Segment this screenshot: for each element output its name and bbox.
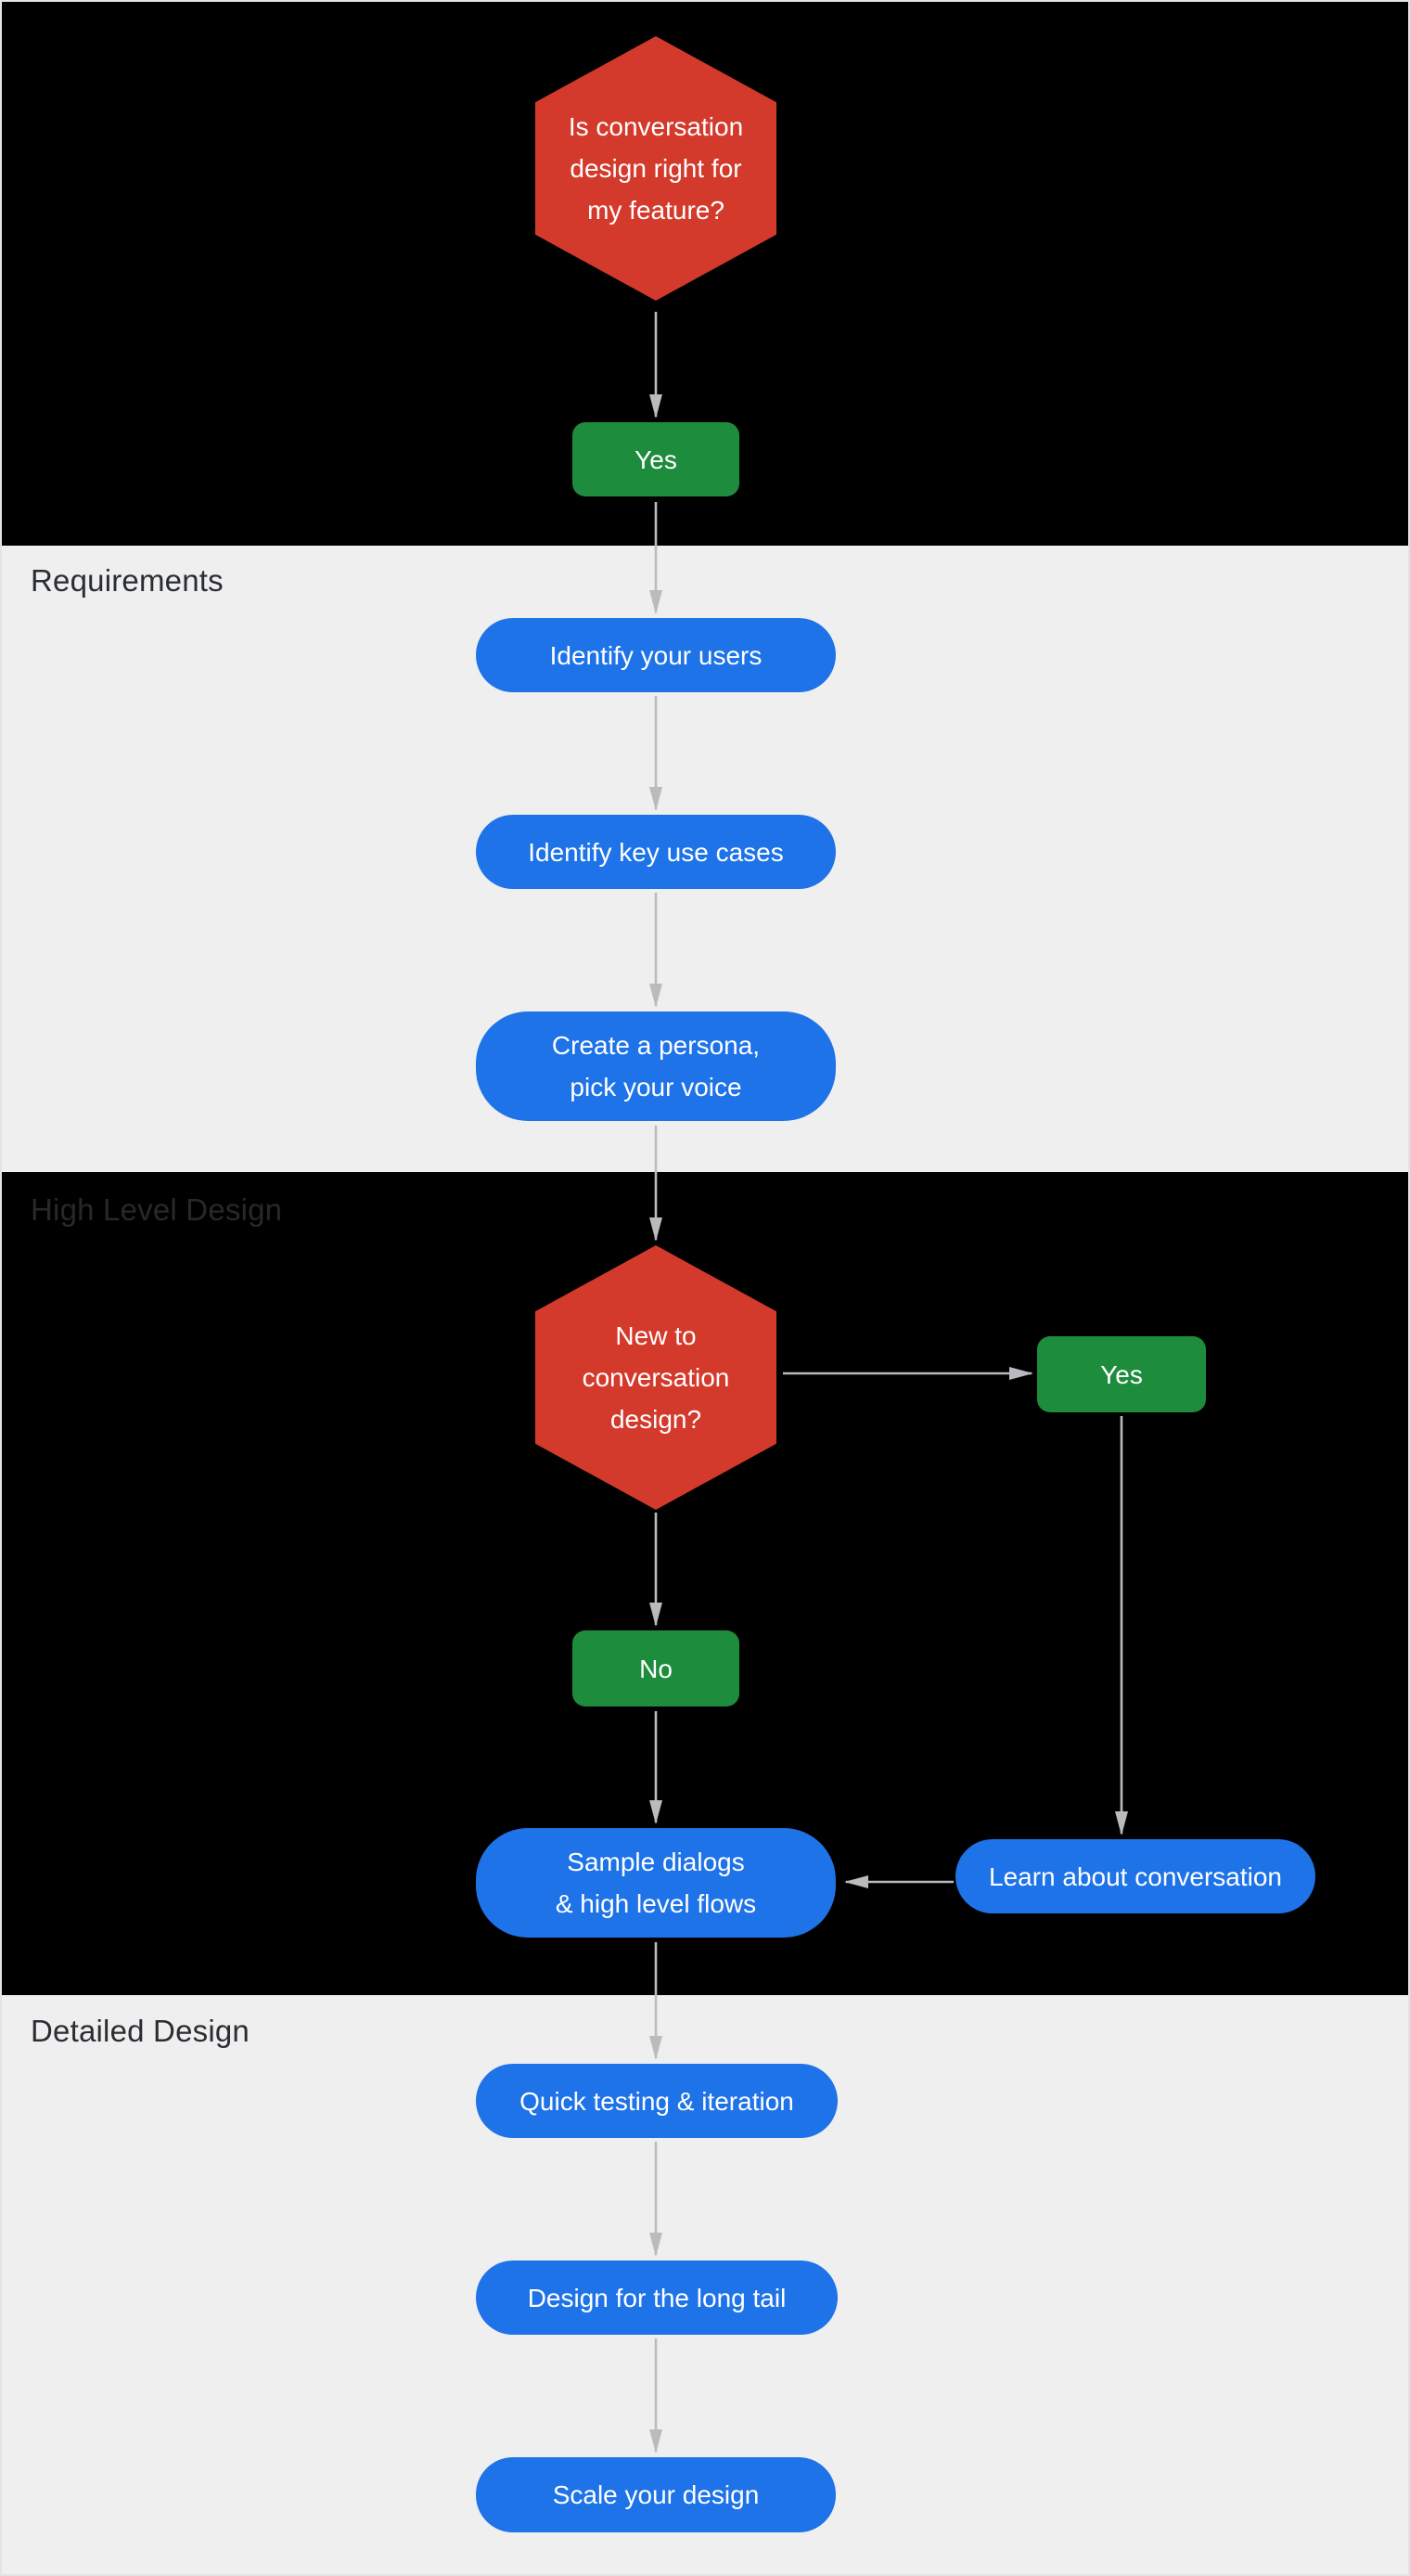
node-label-line: conversation — [582, 1363, 730, 1392]
answer-yes-2[interactable]: Yes — [1037, 1336, 1206, 1412]
step-sample-dialogs[interactable]: Sample dialogs & high level flows — [476, 1828, 836, 1938]
section-label-detailed-design: Detailed Design — [31, 2014, 250, 2048]
node-label-line: Sample dialogs — [567, 1848, 745, 1876]
step-identify-key-use-cases[interactable]: Identify key use cases — [476, 815, 836, 889]
answer-no[interactable]: No — [572, 1630, 739, 1707]
step-learn-about-conversation[interactable]: Learn about conversation — [955, 1839, 1315, 1913]
node-label: Identify key use cases — [528, 837, 784, 867]
node-label: Learn about conversation — [989, 1861, 1282, 1891]
node-label: Design for the long tail — [527, 2283, 787, 2312]
section-label-requirements: Requirements — [31, 563, 224, 598]
node-label-line: pick your voice — [570, 1073, 742, 1101]
node-label-line: design? — [609, 1405, 702, 1434]
node-label-line: design right for — [570, 154, 742, 183]
node-label: Quick testing & iteration — [519, 2086, 794, 2116]
node-label: Scale your design — [552, 2480, 760, 2509]
node-label: Yes — [1100, 1359, 1143, 1389]
node-label-line: Create a persona, — [551, 1031, 761, 1060]
step-design-long-tail[interactable]: Design for the long tail — [476, 2260, 838, 2335]
node-label: No — [639, 1654, 673, 1683]
node-label: Yes — [634, 444, 677, 474]
answer-yes-1[interactable]: Yes — [572, 422, 739, 496]
step-quick-testing[interactable]: Quick testing & iteration — [476, 2064, 838, 2138]
step-create-persona[interactable]: Create a persona, pick your voice — [476, 1011, 836, 1121]
node-label-line: & high level flows — [555, 1889, 757, 1918]
section-label-high-level-design: High Level Design — [31, 1192, 283, 1227]
node-label-line: New to — [615, 1321, 697, 1350]
step-scale-your-design[interactable]: Scale your design — [476, 2457, 836, 2532]
step-identify-users[interactable]: Identify your users — [476, 618, 836, 692]
node-label-line: Is conversation — [568, 112, 744, 141]
node-label-line: my feature? — [587, 196, 724, 225]
node-label: Identify your users — [549, 640, 763, 670]
